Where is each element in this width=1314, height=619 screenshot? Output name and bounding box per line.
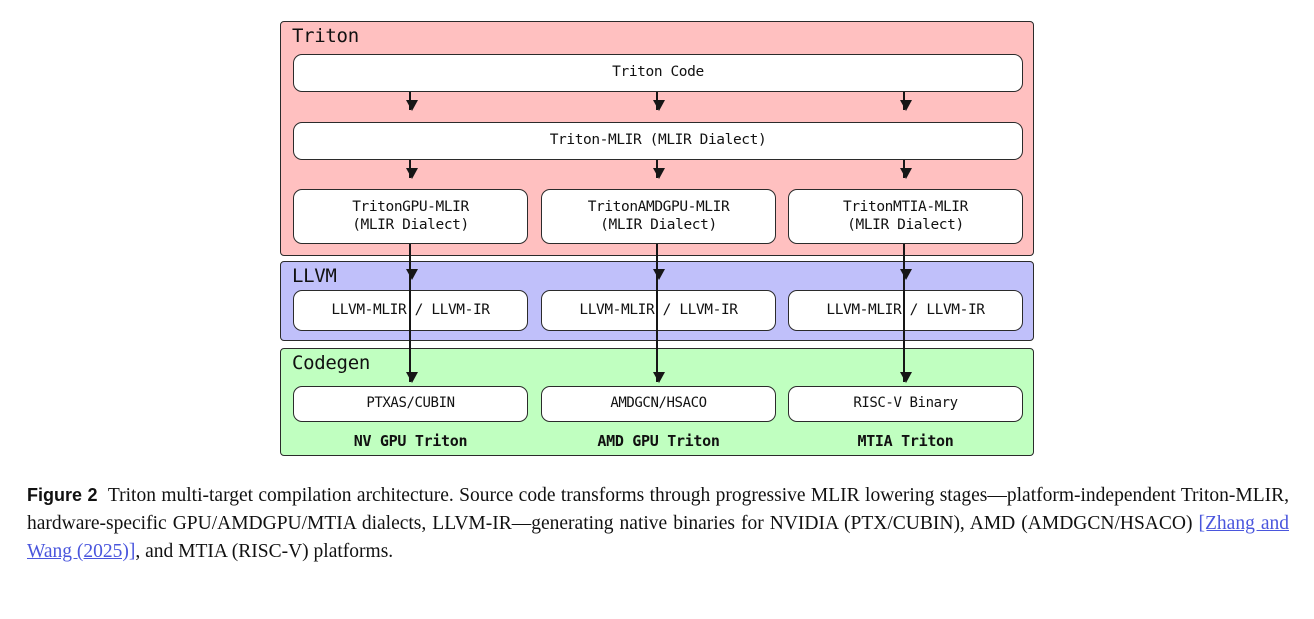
- figure-caption-spacer: [98, 485, 108, 506]
- arrow-llvm-to-ptxas: [405, 332, 418, 383]
- target-label-nv-gpu: NV GPU Triton: [353, 432, 468, 450]
- node-tritonamdgpu-mlir: TritonAMDGPU-MLIR (MLIR Dialect): [541, 189, 776, 244]
- target-label-mtia: MTIA Triton: [857, 432, 954, 450]
- panel-title-codegen: Codegen: [292, 352, 370, 374]
- figure-diagram: Triton Triton Code Triton-MLIR (MLIR Dia…: [280, 21, 1034, 456]
- node-riscv-binary-label: RISC-V Binary: [853, 395, 958, 412]
- arrow-code-to-mlir-b: [652, 91, 665, 111]
- arrow-mtia-dialect-to-llvm: [899, 243, 912, 280]
- node-tritonmtia-mlir-line1: TritonMTIA-MLIR: [843, 198, 968, 215]
- node-tritongpu-mlir-line2: (MLIR Dialect): [352, 216, 469, 233]
- figure-caption-text-after: , and MTIA (RISC-V) platforms.: [135, 541, 394, 562]
- node-amdgcn-hsaco-label: AMDGCN/HSACO: [610, 395, 707, 412]
- arrow-mlir-to-mtia-dialect: [899, 159, 912, 179]
- node-llvm-ir-mtia-label: LLVM-MLIR / LLVM-IR: [826, 301, 985, 318]
- arrow-llvm-passthrough-b: [656, 279, 658, 332]
- panel-title-llvm: LLVM: [292, 265, 337, 287]
- node-tritonmtia-mlir-line2: (MLIR Dialect): [847, 216, 964, 233]
- node-tritonamdgpu-mlir-line2: (MLIR Dialect): [600, 216, 717, 233]
- node-tritongpu-mlir-line1: TritonGPU-MLIR: [352, 198, 469, 215]
- arrow-llvm-passthrough-a: [409, 279, 411, 332]
- figure-caption-label: Figure 2: [27, 485, 98, 505]
- node-tritonmtia-mlir: TritonMTIA-MLIR (MLIR Dialect): [788, 189, 1023, 244]
- arrow-llvm-to-riscv: [899, 332, 912, 383]
- panel-codegen: Codegen PTXAS/CUBIN AMDGCN/HSACO RISC-V …: [280, 348, 1034, 456]
- arrow-llvm-to-amdgcn: [652, 332, 665, 383]
- node-amdgcn-hsaco: AMDGCN/HSACO: [541, 386, 776, 422]
- panel-triton: Triton Triton Code Triton-MLIR (MLIR Dia…: [280, 21, 1034, 256]
- node-llvm-ir-amd-label: LLVM-MLIR / LLVM-IR: [579, 301, 738, 318]
- node-tritongpu-mlir: TritonGPU-MLIR (MLIR Dialect): [293, 189, 528, 244]
- arrow-gpu-dialect-to-llvm: [405, 243, 418, 280]
- node-ptxas-cubin: PTXAS/CUBIN: [293, 386, 528, 422]
- node-triton-code: Triton Code: [293, 54, 1023, 92]
- node-triton-code-label: Triton Code: [612, 64, 704, 81]
- arrow-code-to-mlir-c: [899, 91, 912, 111]
- figure-caption: Figure 2 Triton multi-target compilation…: [27, 481, 1289, 566]
- node-tritonamdgpu-mlir-line1: TritonAMDGPU-MLIR: [587, 198, 730, 215]
- panel-title-triton: Triton: [292, 25, 359, 47]
- citation-link-zhang-wang-2025[interactable]: [Zhang and Wang (2025)]: [27, 513, 1290, 562]
- node-llvm-ir-mtia: LLVM-MLIR / LLVM-IR: [788, 290, 1023, 331]
- arrow-mlir-to-amdgpu-dialect: [652, 159, 665, 179]
- arrow-mlir-to-gpu-dialect: [405, 159, 418, 179]
- node-llvm-ir-amd: LLVM-MLIR / LLVM-IR: [541, 290, 776, 331]
- node-triton-mlir: Triton-MLIR (MLIR Dialect): [293, 122, 1023, 160]
- node-triton-mlir-label: Triton-MLIR (MLIR Dialect): [549, 132, 767, 149]
- node-riscv-binary: RISC-V Binary: [788, 386, 1023, 422]
- arrow-llvm-passthrough-c: [903, 279, 905, 332]
- figure-caption-text-before: Triton multi-target compilation architec…: [27, 485, 1289, 534]
- target-label-amd-gpu: AMD GPU Triton: [597, 432, 720, 450]
- arrow-amdgpu-dialect-to-llvm: [652, 243, 665, 280]
- node-ptxas-cubin-label: PTXAS/CUBIN: [366, 395, 455, 412]
- arrow-code-to-mlir-a: [405, 91, 418, 111]
